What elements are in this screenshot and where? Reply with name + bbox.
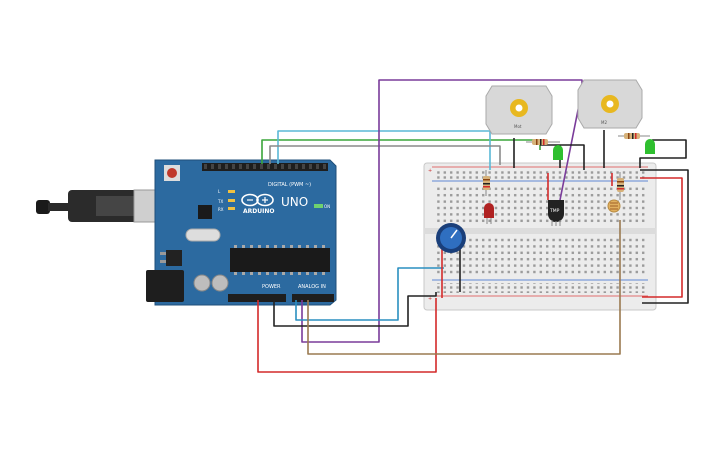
wire-brown[interactable] [307, 220, 621, 355]
tx-label: TX [217, 199, 223, 204]
wire-black-2[interactable] [640, 169, 689, 304]
wire-red-1[interactable] [257, 298, 437, 373]
wire-red-2[interactable] [640, 177, 683, 298]
svg-text:+: + [428, 168, 432, 174]
wire-cyan[interactable] [277, 130, 491, 170]
svg-text:+: + [428, 296, 432, 302]
breadboard[interactable]: + + [423, 162, 657, 311]
photoresistor[interactable] [607, 199, 621, 213]
digital-header [202, 163, 328, 171]
motor2-label: M2 [601, 120, 607, 125]
motor1-lead-2 [540, 144, 585, 170]
temperature-sensor[interactable]: TMP [548, 200, 564, 226]
wire-gray[interactable] [269, 145, 501, 165]
analog-header [292, 294, 334, 302]
power-header [228, 294, 286, 302]
analog-label: ANALOG IN [298, 284, 326, 290]
l-label: L [218, 189, 221, 194]
led-red[interactable] [484, 203, 494, 224]
resistor-4[interactable] [617, 172, 624, 200]
resistor-1[interactable] [483, 170, 490, 196]
wire-black-1[interactable] [273, 292, 437, 327]
led-green-1[interactable] [553, 145, 563, 160]
model-label: UNO [281, 195, 308, 209]
power-label: POWER [262, 284, 281, 290]
atmega-chip [230, 248, 330, 272]
arduino-logo-icon [241, 193, 274, 207]
sensor-label: TMP [549, 208, 560, 214]
rx-label: RX [218, 207, 224, 212]
dc-motor-1[interactable]: Mot [485, 85, 553, 135]
potentiometer-knob[interactable] [436, 223, 466, 253]
on-label: ON [324, 204, 330, 209]
arduino-uno-board[interactable]: DIGITAL (PWM ~) L TX RX ARDUINO UNO ON [36, 159, 337, 306]
digital-label: DIGITAL (PWM ~) [268, 182, 311, 188]
reset-button[interactable] [167, 168, 177, 178]
motor1-label: Mot [514, 124, 522, 129]
wire-blue[interactable] [295, 267, 444, 321]
power-jack [146, 270, 184, 302]
dc-motor-2[interactable]: M2 [577, 79, 643, 129]
brand-label: ARDUINO [243, 208, 274, 215]
resistor-3[interactable] [618, 133, 650, 139]
resistor-2[interactable] [526, 139, 560, 145]
wire-black-3[interactable] [639, 139, 687, 168]
led-green-2[interactable] [645, 139, 655, 154]
